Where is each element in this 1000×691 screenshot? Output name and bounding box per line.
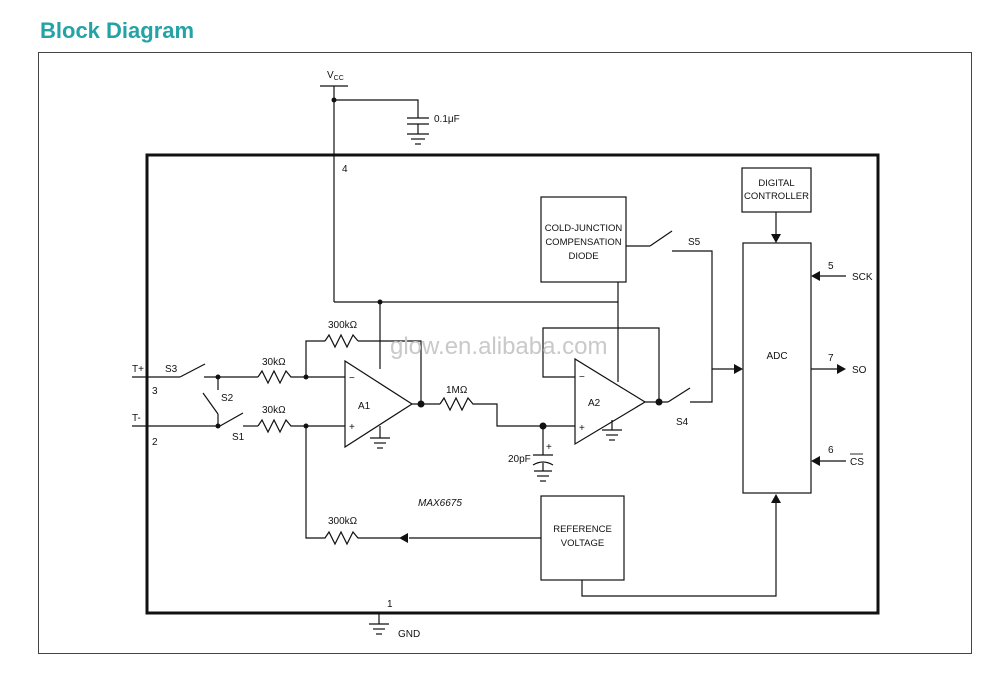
a2-output-node bbox=[655, 398, 663, 406]
s3-label: S3 bbox=[165, 364, 178, 375]
sck-arrow bbox=[811, 271, 820, 281]
vcc-pin-number: 4 bbox=[342, 164, 348, 175]
r300k-feedback-label: 300kΩ bbox=[328, 320, 358, 331]
switch-s3 bbox=[179, 363, 206, 378]
s4-label: S4 bbox=[676, 417, 689, 428]
r30k-top-label: 30kΩ bbox=[262, 357, 286, 368]
vcc-label: VCC bbox=[327, 70, 344, 82]
ref-line-1: REFERENCE bbox=[553, 524, 612, 535]
s5-label: S5 bbox=[688, 237, 701, 248]
opamp-a2-icon bbox=[574, 357, 647, 446]
ref-to-adc-wire bbox=[581, 503, 777, 597]
digital-controller-block bbox=[741, 167, 812, 213]
dc-line-1: DIGITAL bbox=[758, 178, 794, 189]
s1-label: S1 bbox=[232, 432, 245, 443]
dc-arrow bbox=[771, 234, 781, 243]
a2-minus-sign: − bbox=[579, 372, 585, 383]
s4-to-adc-wire bbox=[690, 369, 713, 403]
switch-s1 bbox=[219, 412, 244, 427]
resistor-300k-feedback bbox=[324, 333, 359, 349]
so-arrow bbox=[837, 364, 846, 374]
switch-s4 bbox=[667, 387, 691, 403]
adc-input-arrow bbox=[734, 364, 743, 374]
adc-label: ADC bbox=[766, 351, 787, 362]
ref-line-2: VOLTAGE bbox=[561, 538, 604, 549]
resistor-300k-ref bbox=[305, 426, 400, 546]
chip-name: MAX6675 bbox=[418, 498, 462, 509]
ref-adc-arrow bbox=[771, 494, 781, 503]
page-title: Block Diagram bbox=[40, 18, 195, 43]
a1-output-node bbox=[417, 400, 425, 408]
a1-plus-sign: + bbox=[349, 422, 355, 433]
sck-label: SCK bbox=[852, 272, 873, 283]
ref-arrow bbox=[399, 533, 408, 543]
vcc-cap-wire bbox=[334, 99, 419, 118]
gnd-pin-number: 1 bbox=[387, 599, 393, 610]
gnd-label: GND bbox=[398, 629, 420, 640]
feedback-wire-left bbox=[305, 340, 325, 377]
a1-minus-sign: − bbox=[349, 373, 355, 384]
resistor-30k-bottom bbox=[257, 418, 306, 434]
s2-label: S2 bbox=[221, 393, 234, 404]
resistor-30k-top bbox=[257, 369, 306, 385]
cap-01-label: 0.1μF bbox=[434, 114, 460, 125]
a2-plus-sign: + bbox=[579, 423, 585, 434]
tplus-label: T+ bbox=[132, 364, 144, 375]
so-label: SO bbox=[852, 365, 867, 376]
r30k-bottom-label: 30kΩ bbox=[262, 405, 286, 416]
resistor-1m bbox=[439, 396, 543, 427]
switch-s2 bbox=[202, 392, 219, 415]
cjc-line-1: COLD-JUNCTION bbox=[545, 223, 623, 234]
feedback-wire-right bbox=[358, 340, 422, 403]
cap-20pf-label: 20pF bbox=[508, 454, 531, 465]
tminus-label: T- bbox=[132, 413, 141, 424]
r300k-ref-label: 300kΩ bbox=[328, 516, 358, 527]
chip-boundary bbox=[145, 153, 880, 615]
r1m-label: 1MΩ bbox=[446, 385, 468, 396]
tplus-pin-number: 3 bbox=[152, 386, 158, 397]
a2-label: A2 bbox=[588, 398, 601, 409]
opamp-a1-icon bbox=[344, 359, 414, 449]
cs-arrow bbox=[811, 456, 820, 466]
dc-line-2: CONTROLLER bbox=[744, 191, 809, 202]
cap-ground-icon bbox=[407, 133, 429, 145]
cs-pin-number: 6 bbox=[828, 445, 834, 456]
cap-20pf-plus: + bbox=[546, 442, 552, 453]
so-pin-number: 7 bbox=[828, 353, 834, 364]
outer-frame bbox=[38, 52, 972, 654]
cap-20pf-plate-bottom bbox=[532, 461, 554, 466]
a2-ground-icon bbox=[602, 429, 622, 441]
watermark: glow.en.alibaba.com bbox=[390, 333, 607, 360]
cold-junction-block bbox=[540, 196, 627, 283]
s5-to-adc-wire bbox=[672, 250, 735, 370]
switch-s5 bbox=[649, 230, 673, 247]
cjc-line-3: DIODE bbox=[568, 251, 598, 262]
a2-feedback-wire bbox=[542, 327, 660, 402]
cs-label: CS bbox=[850, 457, 864, 468]
cjc-line-2: COMPENSATION bbox=[545, 237, 621, 248]
a1-ground-icon bbox=[370, 437, 390, 449]
cap-20pf-ground-icon bbox=[534, 470, 552, 482]
tminus-pin-number: 2 bbox=[152, 437, 158, 448]
adc-block bbox=[742, 242, 812, 494]
a1-label: A1 bbox=[358, 401, 371, 412]
sck-pin-number: 5 bbox=[828, 261, 834, 272]
gnd-ground-icon bbox=[369, 623, 389, 635]
